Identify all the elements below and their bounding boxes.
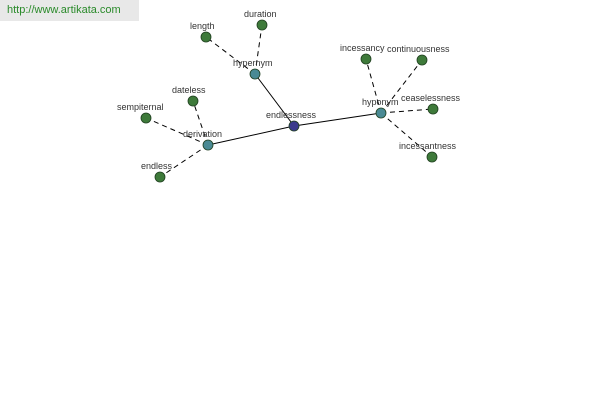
word-node-endless-label[interactable]: endless: [141, 161, 173, 171]
word-node-incessancy[interactable]: [360, 53, 372, 65]
word-node-incessancy-label[interactable]: incessancy: [340, 43, 385, 53]
edge-sempiternal: [145, 117, 209, 146]
word-node-incessantness[interactable]: [426, 151, 438, 163]
center-node-endlessness[interactable]: [288, 120, 300, 132]
edge-endless: [159, 144, 209, 178]
relation-node-hypernym-label[interactable]: hypernym: [233, 58, 273, 68]
edge-hyponym: [293, 112, 382, 127]
word-node-length[interactable]: [200, 31, 212, 43]
relation-node-derivation-label[interactable]: derivation: [183, 129, 222, 139]
word-node-duration-label[interactable]: duration: [244, 9, 277, 19]
word-node-continuousness-label[interactable]: continuousness: [387, 44, 450, 54]
word-node-sempiternal[interactable]: [140, 112, 152, 124]
word-node-endless[interactable]: [154, 171, 166, 183]
edge-hypernym: [254, 73, 295, 127]
center-node-endlessness-label[interactable]: endlessness: [266, 110, 317, 120]
source-link-box: http://www.artikata.com: [0, 0, 139, 21]
word-node-dateless[interactable]: [187, 95, 199, 107]
word-node-dateless-label[interactable]: dateless: [172, 85, 206, 95]
edge-length: [205, 36, 256, 75]
word-node-ceaselessness[interactable]: [427, 103, 439, 115]
relation-node-hyponym[interactable]: [375, 107, 387, 119]
edge-incessantness: [380, 112, 433, 158]
edge-ceaselessness: [380, 108, 434, 114]
word-node-ceaselessness-label[interactable]: ceaselessness: [401, 93, 461, 103]
relation-node-hyponym-label[interactable]: hyponym: [362, 97, 399, 107]
word-node-duration[interactable]: [256, 19, 268, 31]
edge-continuousness: [380, 59, 423, 114]
word-node-length-label[interactable]: length: [190, 21, 215, 31]
word-node-continuousness[interactable]: [416, 54, 428, 66]
edge-dateless: [192, 100, 209, 146]
relation-node-hypernym[interactable]: [249, 68, 261, 80]
word-node-incessantness-label[interactable]: incessantness: [399, 141, 457, 151]
word-node-sempiternal-label[interactable]: sempiternal: [117, 102, 164, 112]
edge-derivation: [207, 125, 295, 146]
edge-incessancy: [365, 58, 382, 114]
relation-node-derivation[interactable]: [202, 139, 214, 151]
source-link[interactable]: http://www.artikata.com: [7, 4, 121, 16]
